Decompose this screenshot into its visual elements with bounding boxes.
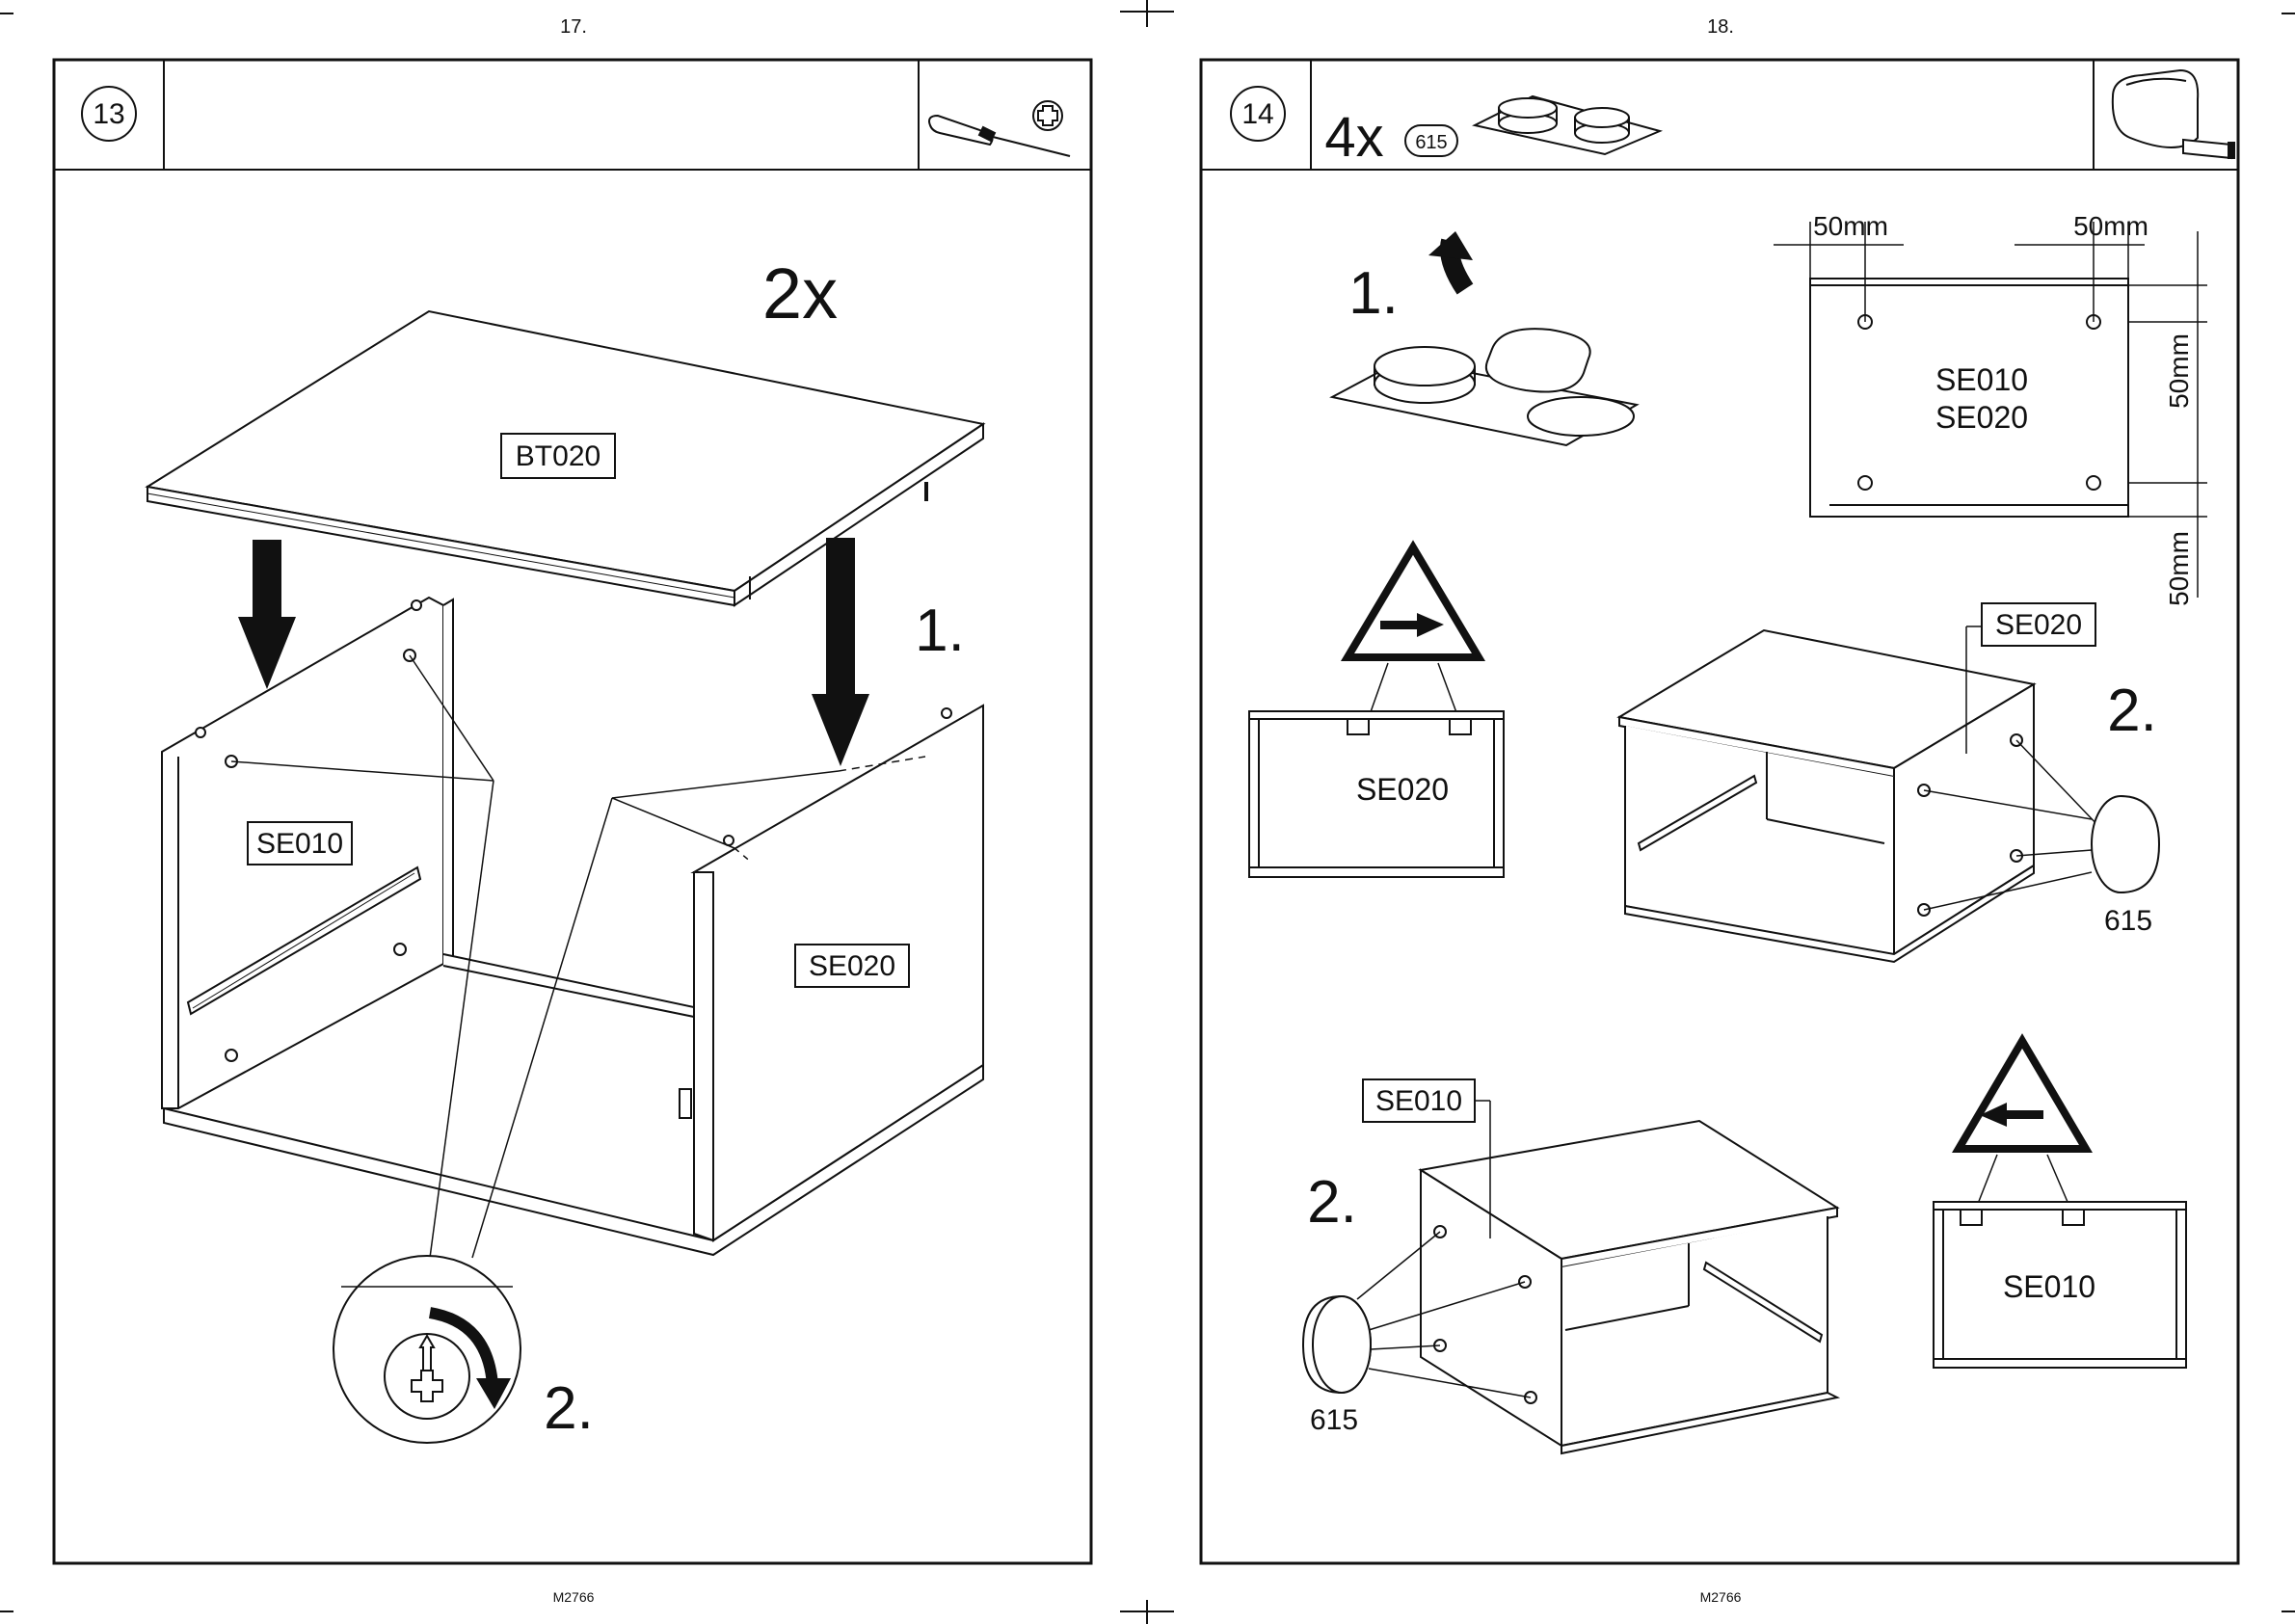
- bumper-sheet-icon: [1475, 96, 1660, 154]
- cam-lock-detail: [334, 1256, 520, 1443]
- dim-top-left: 50mm: [1813, 211, 1888, 241]
- measuring-tape-icon: [2113, 70, 2234, 158]
- peel-arrow: [1428, 231, 1473, 289]
- warn-left-label: SE020: [1356, 772, 1449, 807]
- dim-side-lower: 50mm: [2164, 531, 2194, 606]
- callout-lines: [1976, 1155, 2070, 1209]
- step13-step2: 2.: [544, 1375, 594, 1442]
- step14-part-badge: 615: [1415, 132, 1447, 153]
- dim-side-upper: 50mm: [2164, 333, 2194, 409]
- cabinet-se010: [1421, 1121, 1837, 1453]
- down-arrow-right: [812, 538, 869, 766]
- step13-count: 2x: [762, 253, 838, 333]
- step13-number: 13: [93, 98, 124, 130]
- step13-step1: 1.: [915, 598, 965, 664]
- panel-label-1: SE010: [1935, 362, 2028, 397]
- warn-right-label: SE010: [2003, 1269, 2095, 1304]
- cab-left-label: SE010: [1375, 1085, 1462, 1117]
- bumper-sheet: [1332, 329, 1637, 445]
- footer-code-right: M2766: [1700, 1589, 1742, 1605]
- label-bt020: BT020: [516, 440, 600, 472]
- cab-right-label: SE020: [1995, 609, 2082, 641]
- page-number-right: 18.: [1707, 16, 1734, 38]
- cab-right-step: 2.: [2107, 678, 2157, 744]
- warning-triangle-icon: [1348, 547, 1479, 657]
- bumper-615: [2092, 796, 2159, 892]
- cab-right-part: 615: [2104, 905, 2152, 937]
- panel-label-2: SE020: [1935, 400, 2028, 435]
- page-number-left: 17.: [560, 16, 587, 38]
- cab-left-step: 2.: [1307, 1169, 1357, 1236]
- label-se020: SE020: [809, 950, 895, 982]
- down-arrow-left: [238, 540, 296, 689]
- cabinet-se020: [1619, 630, 2034, 962]
- cab-left-part: 615: [1310, 1404, 1358, 1436]
- footer-code-left: M2766: [553, 1589, 595, 1605]
- label-se010: SE010: [256, 828, 343, 860]
- panel-dimension-diagram: [1810, 279, 2128, 517]
- step14-qty: 4x: [1324, 106, 1383, 169]
- screwdriver-icon: [929, 101, 1070, 156]
- step14-number: 14: [1241, 98, 1273, 130]
- dim-top-right: 50mm: [2073, 211, 2148, 241]
- warning-triangle-icon: [1959, 1041, 2086, 1149]
- bumper-615: [1303, 1296, 1371, 1393]
- step14-step1: 1.: [1348, 260, 1399, 327]
